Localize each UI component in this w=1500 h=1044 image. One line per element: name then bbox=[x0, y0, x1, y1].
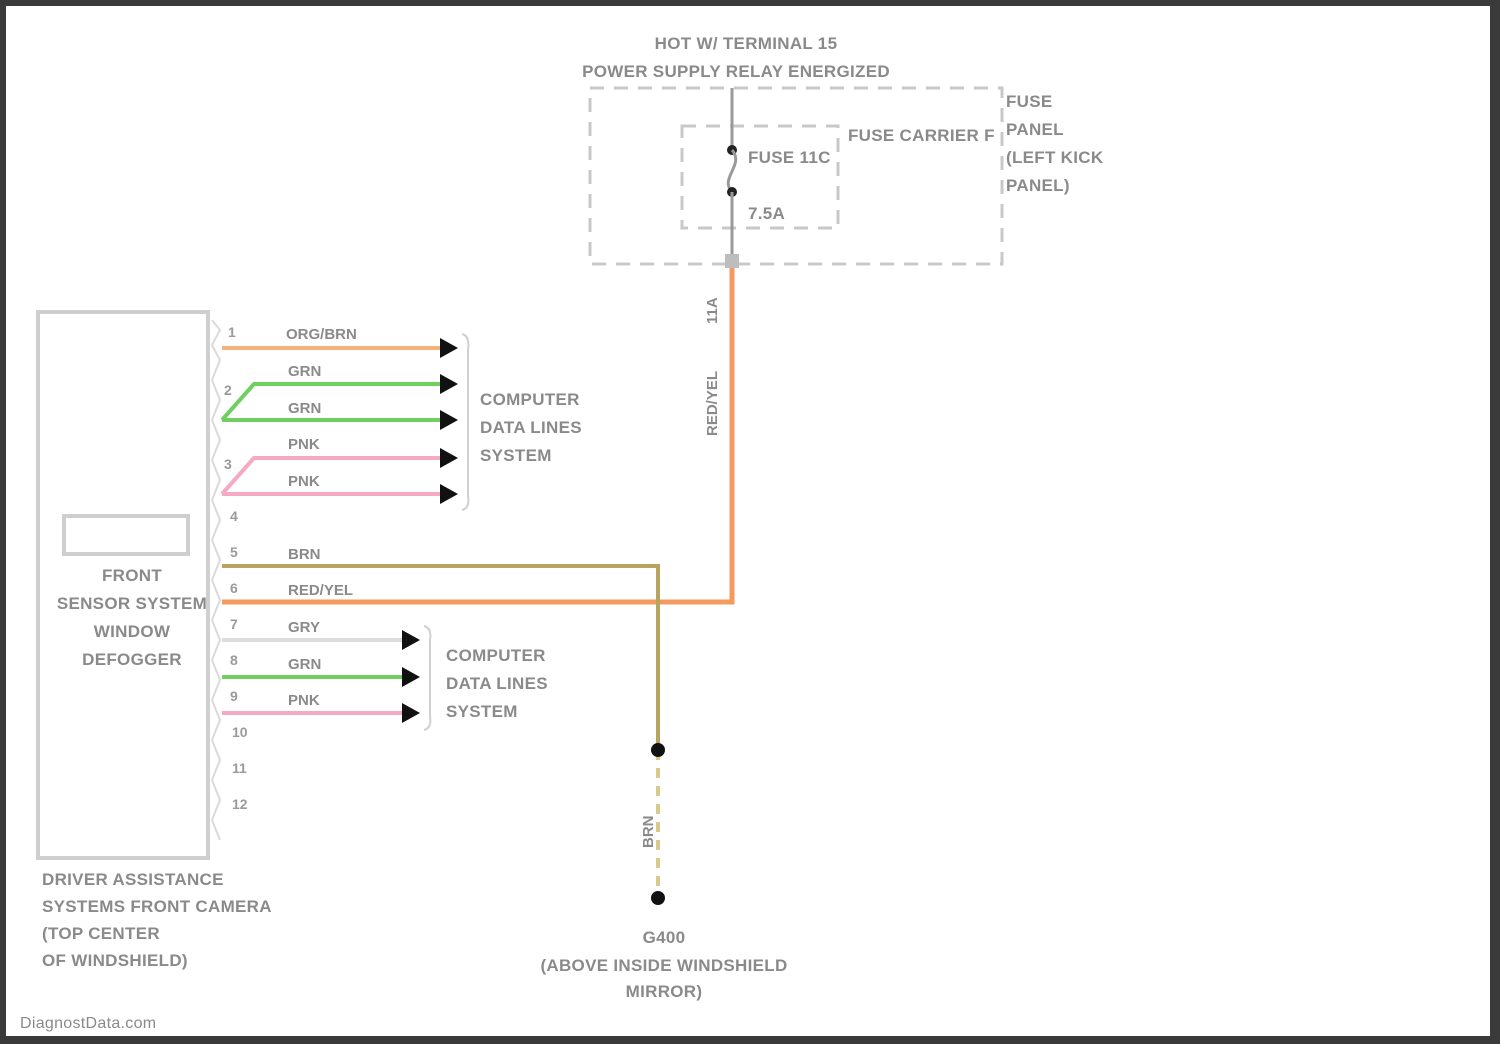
wire-label-pin3a: PNK bbox=[288, 436, 320, 453]
component-name-3: (TOP CENTER bbox=[42, 924, 160, 943]
component-inner-label-3: WINDOW bbox=[93, 622, 171, 641]
arrow-icons-group-1 bbox=[440, 338, 458, 504]
data-lines-2-line1: COMPUTER bbox=[446, 646, 546, 665]
arrow-icons-group-2 bbox=[402, 630, 420, 723]
wire-label-pin5: BRN bbox=[288, 546, 321, 563]
connector-pin-icon bbox=[725, 254, 739, 268]
splice-icon bbox=[651, 743, 665, 757]
wire-label-pin6: RED/YEL bbox=[288, 582, 354, 599]
power-source-line2: POWER SUPPLY RELAY ENERGIZED bbox=[582, 62, 890, 81]
pin-12: 12 bbox=[232, 796, 248, 812]
data-lines-1-line2: DATA LINES bbox=[480, 418, 582, 437]
fuse-panel-label-2: PANEL bbox=[1006, 120, 1064, 139]
data-lines-2-line3: SYSTEM bbox=[446, 702, 518, 721]
camera-module-outline bbox=[36, 310, 210, 860]
wire-label-pin3b: PNK bbox=[288, 473, 320, 490]
wire-label-pin2b: GRN bbox=[288, 400, 322, 417]
pin-8: 8 bbox=[230, 652, 238, 668]
fuse-panel-label-1: FUSE bbox=[1006, 92, 1053, 111]
connector-bracket bbox=[210, 319, 222, 841]
pin-4: 4 bbox=[230, 508, 238, 524]
wire-label-pin9: PNK bbox=[288, 692, 320, 709]
pin-3: 3 bbox=[224, 456, 232, 472]
fuse-output-pin: 11A bbox=[704, 297, 721, 324]
power-source-line1: HOT W/ TERMINAL 15 bbox=[654, 34, 838, 53]
fuse-icon bbox=[726, 149, 738, 194]
data-lines-1-line1: COMPUTER bbox=[480, 390, 580, 409]
pin-5: 5 bbox=[230, 544, 238, 560]
wire-label-pin1: ORG/BRN bbox=[286, 326, 357, 343]
ground-wire-label: BRN bbox=[640, 815, 657, 849]
pin-9: 9 bbox=[230, 688, 238, 704]
pin-11: 11 bbox=[232, 760, 247, 776]
pin-7: 7 bbox=[230, 616, 238, 632]
fuse-carrier-outline bbox=[680, 124, 840, 230]
component-inner-label-2: SENSOR SYSTEM bbox=[56, 594, 208, 613]
component-inner-label-4: DEFOGGER bbox=[82, 650, 182, 669]
wiring-diagram bbox=[36, 86, 1004, 905]
fuse-panel-label-4: PANEL) bbox=[1006, 176, 1070, 195]
feed-wire-label: RED/YEL bbox=[704, 370, 721, 436]
fuse-name: FUSE 11C bbox=[748, 148, 831, 167]
component-inner-label-1: FRONT bbox=[101, 566, 163, 585]
wire-label-pin8: GRN bbox=[288, 656, 322, 673]
ground-location-1: (ABOVE INSIDE WINDSHIELD bbox=[540, 956, 788, 975]
component-name-4: OF WINDSHIELD) bbox=[42, 951, 188, 970]
component-name-2: SYSTEMS FRONT CAMERA bbox=[42, 897, 272, 916]
diagram-canvas: HOT W/ TERMINAL 15 POWER SUPPLY RELAY EN… bbox=[6, 6, 1490, 1036]
data-lines-2-line2: DATA LINES bbox=[446, 674, 548, 693]
pin-6: 6 bbox=[230, 580, 238, 596]
fuse-carrier-label: FUSE CARRIER F bbox=[848, 126, 995, 145]
pin-2: 2 bbox=[224, 382, 232, 398]
wire-label-pin7: GRY bbox=[288, 619, 320, 636]
ground-point-icon bbox=[651, 891, 665, 905]
fuse-rating: 7.5A bbox=[748, 204, 786, 223]
wire-label-pin2a: GRN bbox=[288, 363, 322, 380]
fuse-panel-outline bbox=[588, 86, 1004, 266]
fuse-panel-label-3: (LEFT KICK bbox=[1006, 148, 1104, 167]
pin-1: 1 bbox=[228, 324, 236, 340]
defogger-element-icon bbox=[62, 514, 190, 556]
data-lines-1-line3: SYSTEM bbox=[480, 446, 552, 465]
ground-location-2: MIRROR) bbox=[625, 982, 703, 1001]
ground-name: G400 bbox=[642, 928, 686, 947]
pin-10: 10 bbox=[232, 724, 248, 740]
watermark: DiagnostData.com bbox=[20, 1015, 157, 1032]
component-name-1: DRIVER ASSISTANCE bbox=[42, 870, 224, 889]
